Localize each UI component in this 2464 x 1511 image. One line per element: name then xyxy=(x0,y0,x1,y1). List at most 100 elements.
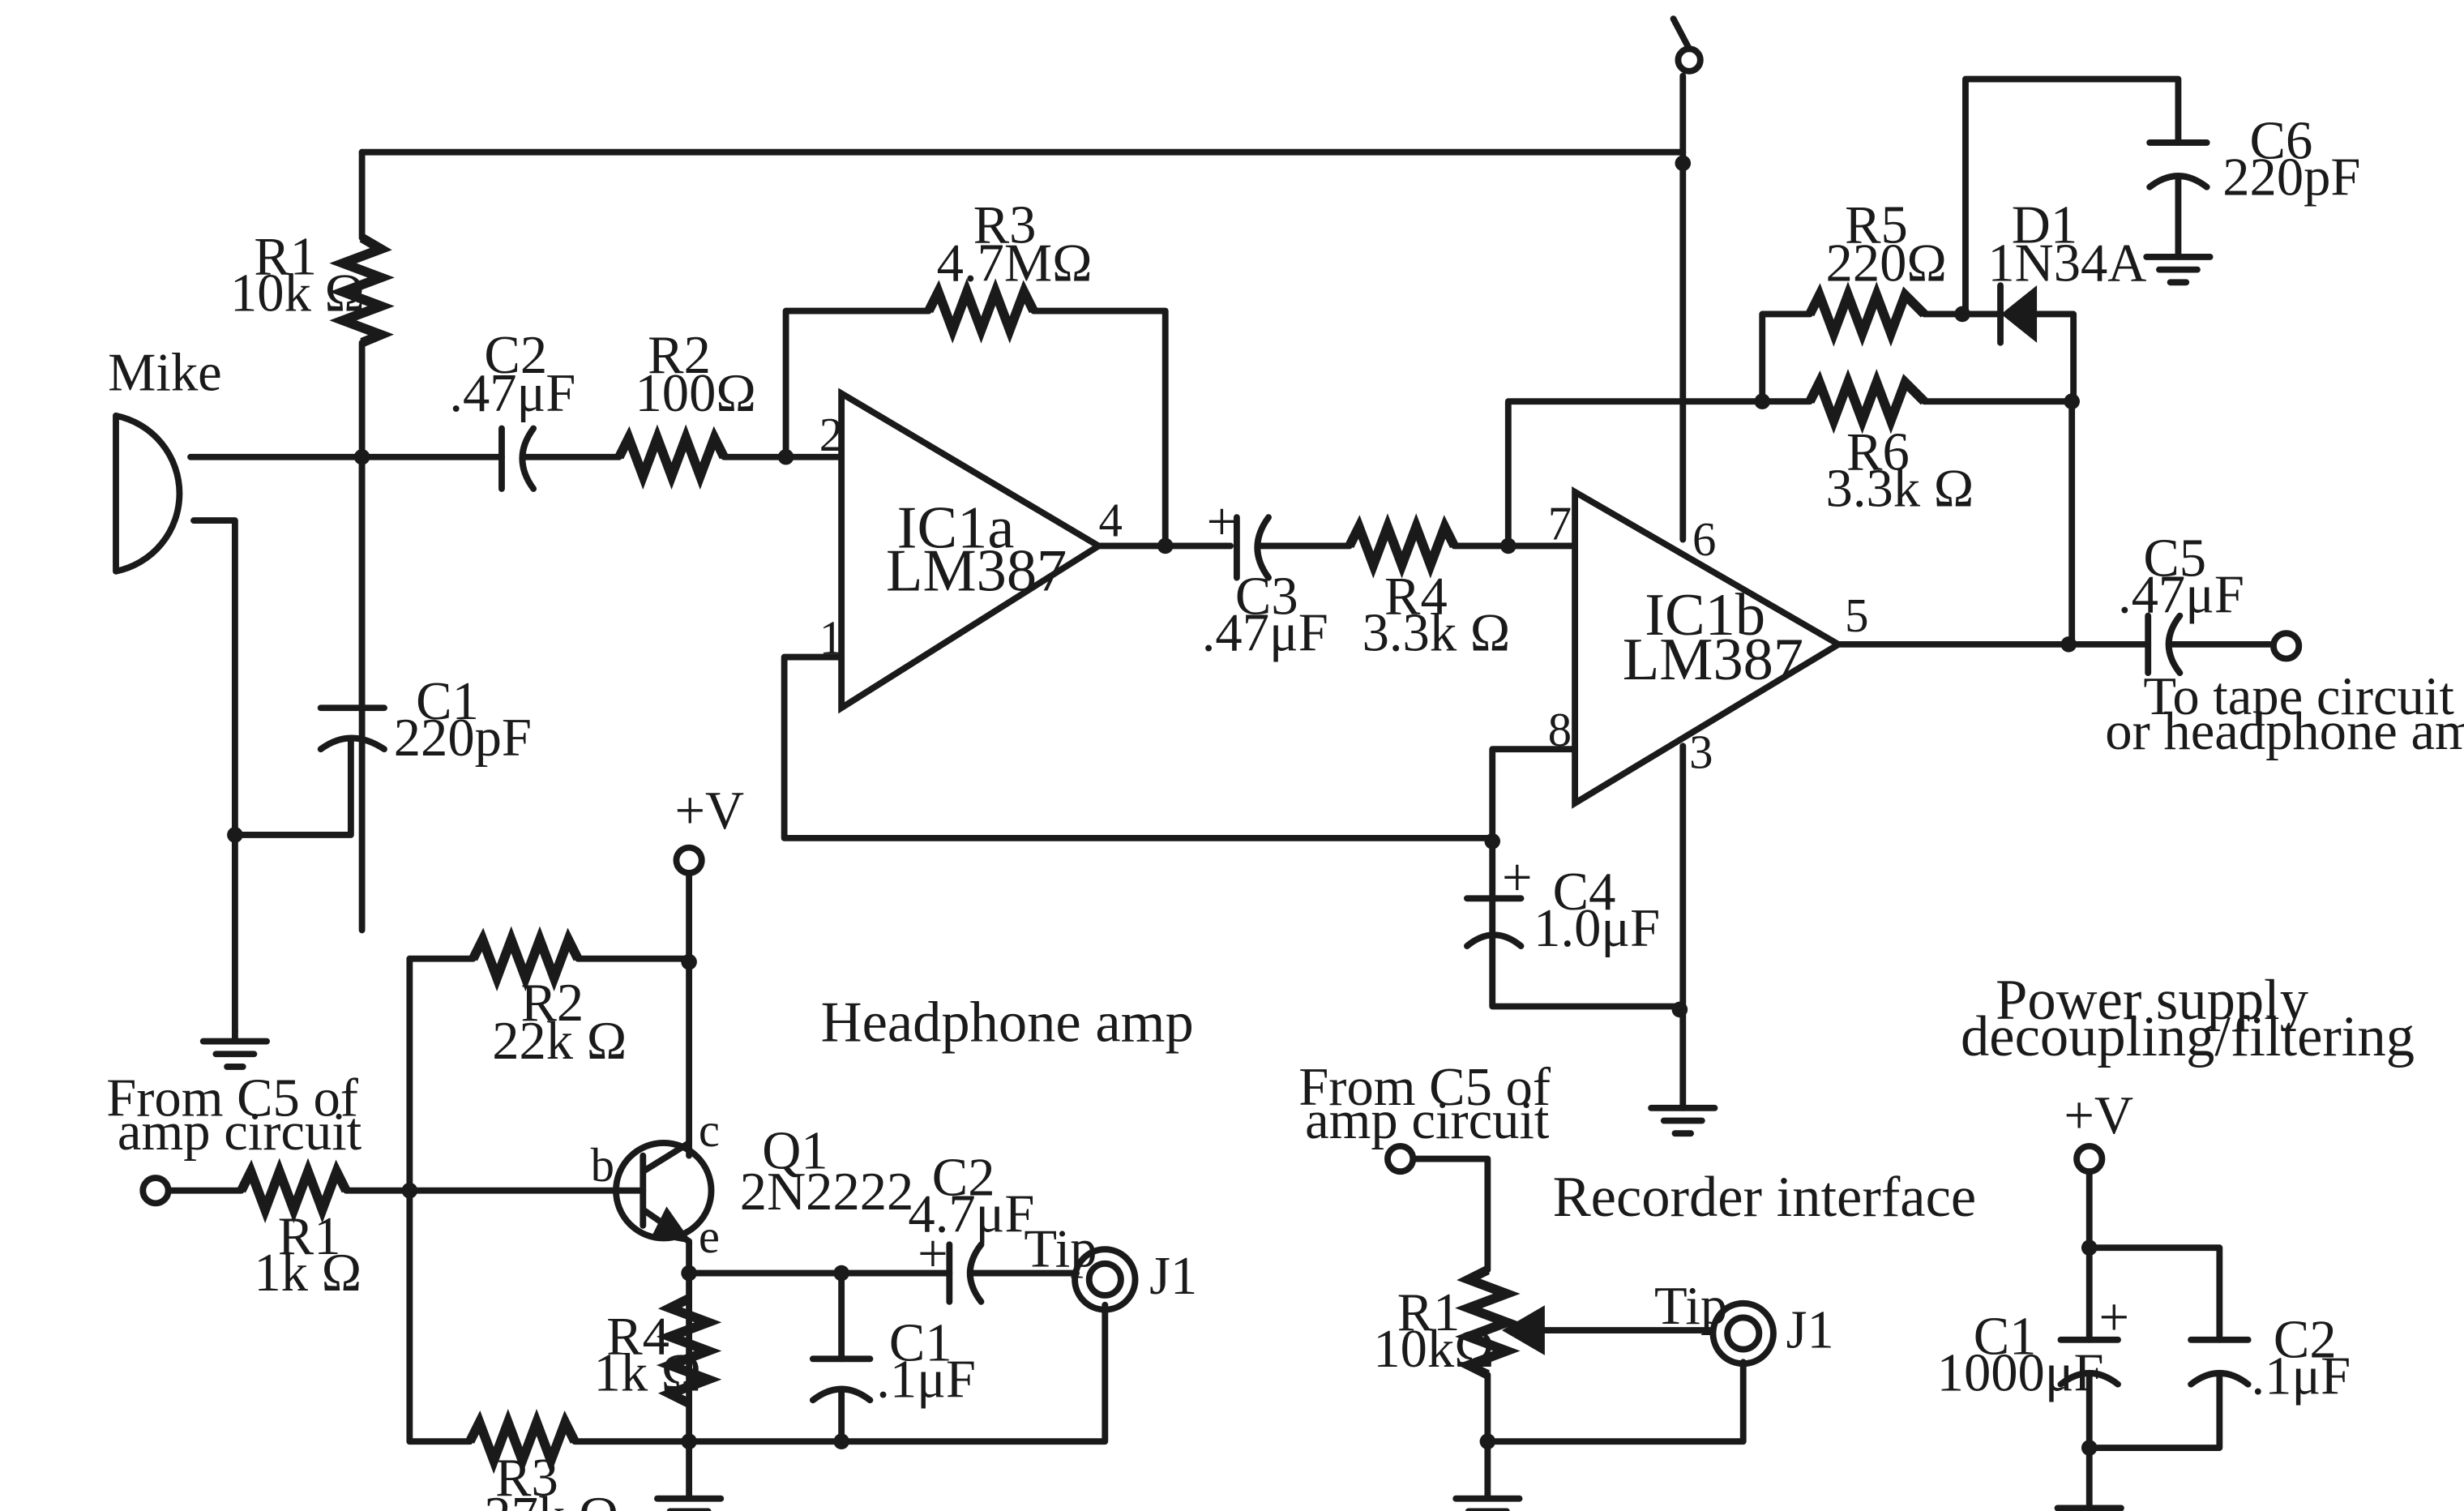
ic1a-pin2: 2 xyxy=(819,409,843,461)
r3-ref: R3 xyxy=(973,195,1037,255)
c6-capacitor: C6 220pF xyxy=(2143,112,2360,286)
hp-r4-value: 1k Ω xyxy=(594,1344,702,1403)
r5-resistor: R5 220Ω xyxy=(1805,195,1947,347)
hp-c2-capacitor: + C2 4.7μF Tip xyxy=(908,1149,1097,1305)
r3-resistor: R3 4.7MΩ xyxy=(782,195,1169,550)
r6-resistor: R6 3.3k Ω xyxy=(1805,368,1974,518)
rec-ground xyxy=(1452,1438,1523,1511)
c4-capacitor: + C4 1.0μF xyxy=(1463,848,1660,958)
headphone-amp-circuit: Headphone amp +V R2 22k Ω From C5 of amp… xyxy=(106,781,1197,1511)
c2-value: .47μF xyxy=(449,364,575,423)
ic1a-opamp: IC1a LM387 2 1 4 xyxy=(781,387,1496,841)
r4-resistor: R4 3.3k Ω xyxy=(1345,513,1579,663)
q1-ref: Q1 xyxy=(762,1121,828,1180)
r1-ref: R1 xyxy=(254,227,317,286)
q1-base-label: b xyxy=(591,1139,614,1192)
ic1b-pin7: 7 xyxy=(1548,498,1572,550)
r2-ref: R2 xyxy=(648,326,711,385)
q1-part: 2N2222 xyxy=(740,1162,914,1222)
r3-value: 4.7MΩ xyxy=(937,233,1093,293)
ic1b-opamp: IC1b LM387 7 6 5 8 3 xyxy=(1484,486,1868,1111)
c6-value: 220pF xyxy=(2222,148,2360,208)
c1-value: 220pF xyxy=(394,708,532,768)
hp-r3-resistor: R3 27k Ω xyxy=(406,1301,1109,1511)
hp-supply-label: +V xyxy=(674,781,744,841)
hp-input-label-line1: From C5 of xyxy=(106,1069,359,1128)
r6-value: 3.3k Ω xyxy=(1826,459,1974,518)
rec-input-label-line1: From C5 of xyxy=(1298,1058,1551,1117)
recorder-interface-title: Recorder interface xyxy=(1553,1166,1977,1229)
r4-value: 3.3k Ω xyxy=(1362,604,1511,663)
r1-resistor: R1 10k Ω xyxy=(230,227,395,934)
r2-value: 100Ω xyxy=(635,364,756,423)
rec-input-label-line2: amp circuit xyxy=(1305,1091,1550,1150)
hp-c2-ref: C2 xyxy=(932,1149,995,1208)
r5-value: 220Ω xyxy=(1826,233,1947,293)
output-label-line1: To tape circuit xyxy=(2143,667,2454,726)
power-c2-capacitor: C2 .1μF xyxy=(2085,1310,2351,1451)
hp-r4-resistor: R4 1k Ω xyxy=(594,1294,722,1449)
ic1b-ref: IC1b xyxy=(1645,582,1765,648)
power-title-line1: Power supply xyxy=(1996,969,2308,1032)
hp-c2-value: 4.7μF xyxy=(908,1185,1034,1244)
ic1b-pin5: 5 xyxy=(1845,589,1868,642)
r2-resistor: R2 100Ω xyxy=(614,326,842,490)
c2-capacitor: C2 .47μF xyxy=(358,326,622,492)
hp-c2-plus: + xyxy=(918,1225,948,1284)
ic1a-ref: IC1a xyxy=(897,494,1015,561)
headphone-amp-title: Headphone amp xyxy=(821,991,1194,1055)
power-supply-label: +V xyxy=(2064,1086,2133,1145)
supply-rail xyxy=(358,15,1704,543)
c3-ref: C3 xyxy=(1235,567,1298,627)
d1-diode: D1 1N34A xyxy=(1987,195,2146,346)
microphone: Mike xyxy=(108,343,370,1035)
hp-c1-ref: C1 xyxy=(889,1313,952,1372)
hp-tip-label: Tip xyxy=(1024,1220,1097,1279)
mic-preamp-circuit: R1 10k Ω Mike C1 220pF xyxy=(108,15,2464,1137)
rec-j1-jack: J1 xyxy=(1709,1299,1834,1368)
rec-r1-value: 10kΩ xyxy=(1373,1320,1494,1379)
r4-ref: R4 xyxy=(1384,567,1448,627)
hp-r4-ref: R4 xyxy=(606,1307,669,1366)
c4-ref: C4 xyxy=(1553,863,1616,922)
r1-value: 10k Ω xyxy=(230,264,365,323)
q1-collector-label: c xyxy=(699,1104,720,1157)
c2-ref: C2 xyxy=(484,326,547,385)
ground-symbol-ic1b xyxy=(1648,1104,1718,1137)
d1-value: 1N34A xyxy=(1987,233,2146,293)
c3-capacitor: + C3 .47μF xyxy=(1202,493,1353,663)
power-ground xyxy=(2054,1505,2124,1511)
mike-label: Mike xyxy=(108,343,222,402)
power-c1-value: 1000μF xyxy=(1937,1344,2104,1403)
hp-r2-resistor: R2 22k Ω xyxy=(406,926,693,1445)
power-c1-plus: + xyxy=(2098,1288,2129,1347)
power-title-line2: decoupling/filtering xyxy=(1961,1005,2415,1068)
rec-j1-label: J1 xyxy=(1786,1301,1834,1360)
hp-r2-ref: R2 xyxy=(520,974,584,1033)
feedback-network xyxy=(1504,75,2182,648)
c5-ref: C5 xyxy=(2143,529,2206,589)
hp-r1-value: 1k Ω xyxy=(254,1243,361,1303)
q1-emitter-label: e xyxy=(699,1210,720,1263)
hp-ground xyxy=(654,1438,725,1511)
hp-r3-ref: R3 xyxy=(495,1449,558,1508)
power-c2-ref: C2 xyxy=(2274,1310,2337,1369)
r5-ref: R5 xyxy=(1845,195,1908,255)
c4-plus: + xyxy=(1502,848,1533,907)
c3-value: .47μF xyxy=(1202,604,1328,663)
recorder-interface-circuit: Recorder interface From C5 of amp circui… xyxy=(1298,1058,1976,1511)
hp-c1-value: .1μF xyxy=(876,1350,976,1409)
power-c1-capacitor: + C1 1000μF xyxy=(1937,1288,2129,1511)
c6-ref: C6 xyxy=(2250,112,2313,171)
c4-value: 1.0μF xyxy=(1534,899,1660,958)
d1-ref: D1 xyxy=(2012,195,2077,255)
ic1a-part: LM387 xyxy=(886,537,1067,604)
hp-c1-capacitor: C1 .1μF xyxy=(686,1265,976,1449)
ic1a-pin4: 4 xyxy=(1098,494,1122,547)
c5-value: .47μF xyxy=(2118,566,2244,625)
rec-r1-ref: R1 xyxy=(1397,1283,1461,1342)
c1-capacitor: C1 220pF xyxy=(227,453,532,843)
c3-plus: + xyxy=(1207,493,1238,552)
hp-input-label-line2: amp circuit xyxy=(118,1102,362,1162)
